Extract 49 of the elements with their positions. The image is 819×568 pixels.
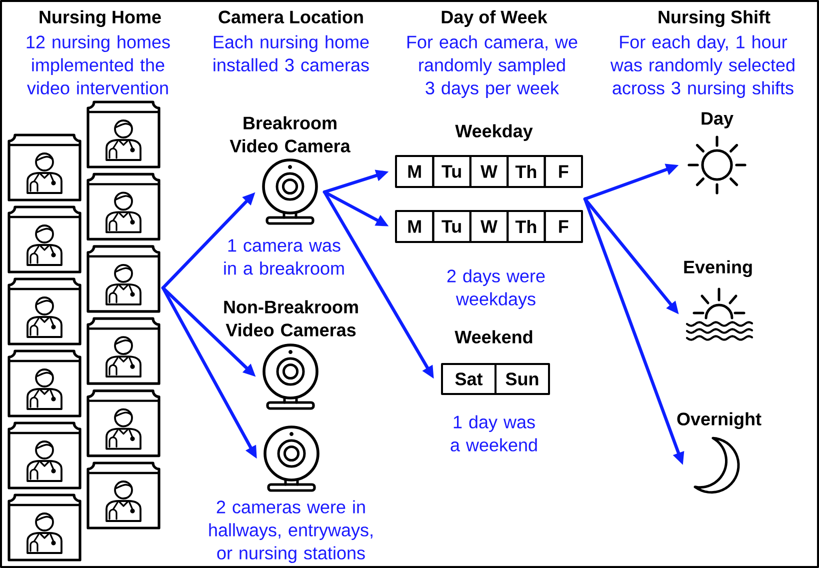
doctor-portrait-icon [86, 245, 160, 313]
day-cell: Tu [432, 210, 472, 243]
description-text: 1 day was a weekend [450, 415, 537, 452]
column-heading: Nursing Shift [658, 10, 770, 28]
sunset-icon [686, 288, 754, 341]
description-text: For each day, 1 hour was randomly selected across 3 nursing shifts [610, 35, 794, 98]
doctor-portrait-icon [8, 206, 82, 274]
doctor-portrait-icon [8, 278, 82, 346]
column-heading: Camera Location [218, 10, 363, 24]
day-cell: F [544, 155, 583, 188]
doctor-portrait-icon [86, 172, 160, 240]
day-cell: M [395, 155, 434, 188]
shift-label: Day [702, 112, 734, 128]
webcam-icon [262, 344, 318, 410]
day-cell: M [395, 210, 434, 243]
description-text: 2 days were weekdays [447, 269, 545, 309]
webcam-icon [264, 426, 320, 492]
doctor-portrait-icon [86, 100, 160, 168]
shift-label: Overnight [677, 412, 762, 430]
day-cell: Th [506, 210, 546, 243]
day-cell: Th [506, 155, 546, 188]
description-text: 2 cameras were in hallways, entryways, or nursing stations [209, 500, 372, 563]
description-text: Each nursing home installed 3 cameras [214, 35, 369, 72]
shift-label: Evening [684, 260, 752, 278]
doctor-portrait-icon [8, 494, 82, 562]
doctor-portrait-icon [8, 134, 82, 202]
camera-heading: Breakroom Video Camera [230, 116, 350, 152]
description-text: 1 camera was in a breakroom [224, 239, 344, 275]
doctor-portrait-icon [86, 317, 160, 385]
doctor-portrait-icon [86, 390, 160, 458]
group-heading: Non-Breakroom Video Cameras [224, 300, 358, 336]
day-cell: W [469, 210, 509, 243]
description-text: For each camera, we randomly sampled 3 days per week [407, 35, 578, 98]
column-heading: Day of Week [442, 10, 548, 27]
doctor-portrait-icon [86, 462, 160, 530]
column-heading: Nursing Home [40, 10, 161, 28]
group-heading: Weekend [454, 330, 532, 344]
doctor-portrait-icon [8, 350, 82, 418]
day-cell: Tu [432, 155, 472, 188]
description-text: 12 nursing homes implemented the video intervention [26, 35, 170, 94]
moon-icon [694, 436, 740, 494]
sun-icon [688, 136, 746, 194]
doctor-portrait-icon [8, 422, 82, 490]
day-cell: Sun [494, 363, 550, 395]
day-cell: Sat [441, 363, 496, 395]
group-heading: Weekday [455, 124, 533, 141]
day-cell: F [544, 210, 583, 243]
day-cell: W [469, 155, 509, 188]
webcam-icon [262, 158, 318, 225]
